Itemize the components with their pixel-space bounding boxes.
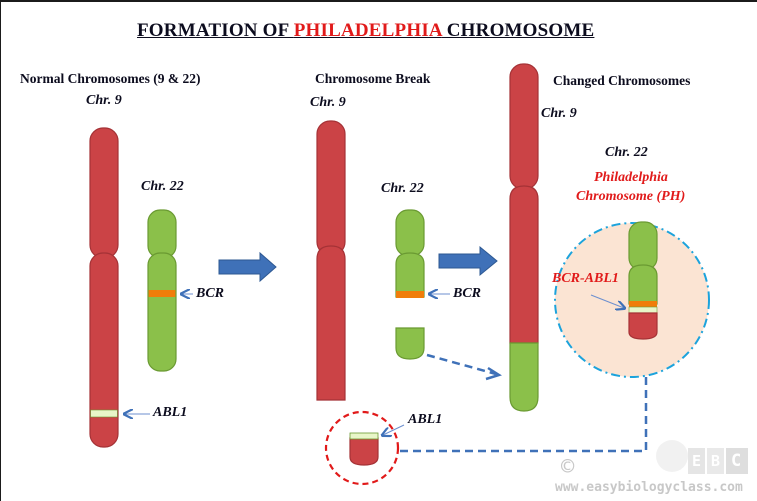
watermark-logo-box-e bbox=[688, 448, 705, 474]
translocation-arrowhead-22-to-9 bbox=[485, 366, 502, 381]
title-prefix: FORMATION OF bbox=[137, 20, 294, 41]
title-highlight: PHILADELPHIA bbox=[293, 20, 442, 41]
abl1-fragment-pointer bbox=[383, 424, 405, 435]
title-suffix: CHROMOSOME bbox=[441, 20, 595, 41]
watermark-copyright: © bbox=[561, 455, 575, 480]
transition-arrow-1 bbox=[218, 251, 277, 283]
derivative-chr9 bbox=[509, 63, 539, 412]
philadelphia-chromosome bbox=[628, 221, 658, 340]
normal-chr9 bbox=[89, 127, 119, 448]
watermark-logo-letter-c: C bbox=[731, 451, 742, 471]
ph-p-arm bbox=[628, 221, 658, 271]
bcr-abl1-label: BCR-ABL1 bbox=[552, 271, 619, 286]
bcr-abl1-pointer-arrow bbox=[590, 294, 624, 308]
ph-label-line1: Philadelphia bbox=[594, 170, 668, 185]
normal-chr22-q-arm bbox=[147, 252, 177, 372]
normal-chr9-p-arm bbox=[89, 127, 119, 259]
normal-abl1-label: ABL1 bbox=[153, 405, 188, 420]
normal-chr22 bbox=[147, 209, 177, 372]
watermark-logo-letter-b: B bbox=[711, 452, 721, 470]
abl1-fragment bbox=[349, 437, 379, 466]
normal-panel-heading: Normal Chromosomes (9 & 22) bbox=[20, 71, 201, 86]
watermark-logo-box-b bbox=[707, 448, 724, 474]
bcr-band bbox=[148, 290, 176, 297]
changed-panel-heading: Changed Chromosomes bbox=[553, 73, 691, 88]
diagram-title: FORMATION OF PHILADELPHIA CHROMOSOME bbox=[137, 20, 594, 42]
break-chr22-q-upper bbox=[395, 252, 425, 298]
watermark-logo-letter-e: E bbox=[692, 452, 702, 470]
abl1-fragment-band bbox=[349, 432, 379, 440]
normal-chr22-label: Chr. 22 bbox=[141, 179, 184, 194]
ebc-watermark-logo bbox=[656, 440, 748, 474]
break-bcr-label: BCR bbox=[453, 286, 482, 301]
ph-chr9-segment bbox=[628, 312, 658, 340]
ph-bcr-band bbox=[629, 301, 657, 307]
normal-chr9-label: Chr. 9 bbox=[86, 93, 122, 108]
ph-label-line2: Chromosome (PH) bbox=[576, 189, 686, 204]
break-chr9-q-arm bbox=[316, 245, 346, 401]
derivative-chr9-q-arm-chr9-part bbox=[509, 185, 539, 344]
changed-chr9-label: Chr. 9 bbox=[541, 106, 577, 121]
abl1-fragment-circle bbox=[324, 410, 400, 486]
break-panel-heading: Chromosome Break bbox=[315, 71, 431, 86]
ph-abl1-band bbox=[628, 306, 658, 314]
derivative-chr9-chr22-segment bbox=[509, 342, 539, 412]
break-abl1-label: ABL1 bbox=[408, 412, 443, 427]
break-chr9-p-arm bbox=[316, 120, 346, 256]
watermark-flask-icon bbox=[656, 440, 688, 472]
break-chr22-q-fragment bbox=[395, 327, 425, 360]
break-chr22-label: Chr. 22 bbox=[381, 181, 424, 196]
bcr-band-break bbox=[396, 291, 424, 298]
normal-bcr-label: BCR bbox=[196, 286, 225, 301]
normal-chr22-p-arm bbox=[147, 209, 177, 259]
abl1-band bbox=[90, 409, 118, 418]
break-chr22 bbox=[395, 209, 425, 360]
transition-arrow-2 bbox=[438, 245, 498, 277]
translocation-arrow-22-to-9 bbox=[426, 353, 497, 376]
break-chr9-label: Chr. 9 bbox=[310, 95, 346, 110]
changed-chr22-label: Chr. 22 bbox=[605, 145, 648, 160]
watermark-url: www.easybiologyclass.com bbox=[555, 480, 743, 495]
derivative-chr9-p-arm bbox=[509, 63, 539, 190]
watermark-logo-box-c bbox=[726, 448, 748, 474]
normal-chr9-q-arm bbox=[89, 252, 119, 448]
break-chr22-p-arm bbox=[395, 209, 425, 257]
translocation-arrow-9-to-22 bbox=[400, 360, 648, 453]
ph-q-arm-chr22-part bbox=[628, 264, 658, 305]
break-chr9 bbox=[316, 120, 346, 401]
